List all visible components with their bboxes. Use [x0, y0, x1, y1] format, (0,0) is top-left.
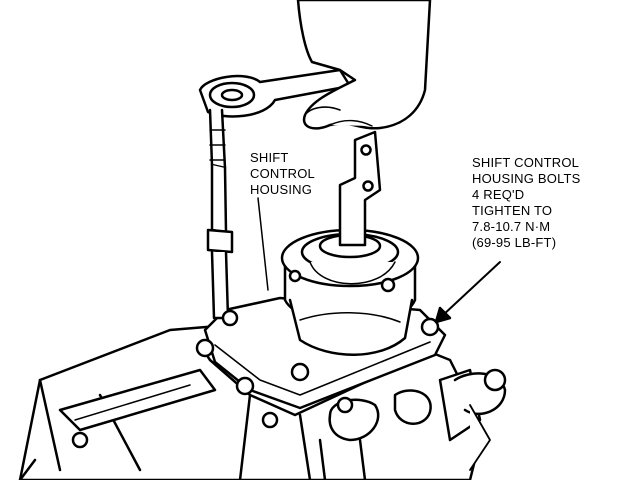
housing-bolts-label: SHIFT CONTROL HOUSING BOLTS 4 REQ'D TIGH… — [472, 155, 581, 251]
hand-icon — [296, 0, 432, 130]
bolts-label-line-2: HOUSING BOLTS — [472, 171, 581, 186]
shift-control-housing-label: SHIFT CONTROL HOUSING — [250, 150, 315, 198]
shift-boot — [280, 228, 420, 356]
bolts-label-line-6: (69-95 LB-FT) — [472, 235, 557, 250]
ratchet-wrench-icon — [198, 68, 352, 320]
bolts-label-line-1: SHIFT CONTROL — [472, 155, 580, 170]
housing-label-line-1: SHIFT — [250, 150, 289, 165]
housing-label-line-3: HOUSING — [250, 182, 313, 197]
arrow-icon — [257, 197, 501, 324]
bolts-label-line-4: TIGHTEN TO — [472, 203, 553, 218]
bolt-icon — [71, 269, 440, 449]
bolts-label-line-5: 7.8-10.7 N·m — [472, 219, 551, 234]
shift-lever-icon — [338, 130, 382, 247]
transmission-case-icon — [18, 323, 507, 480]
bolts-label-line-3: 4 REQ'D — [472, 187, 525, 202]
housing-label-line-2: CONTROL — [250, 166, 315, 181]
